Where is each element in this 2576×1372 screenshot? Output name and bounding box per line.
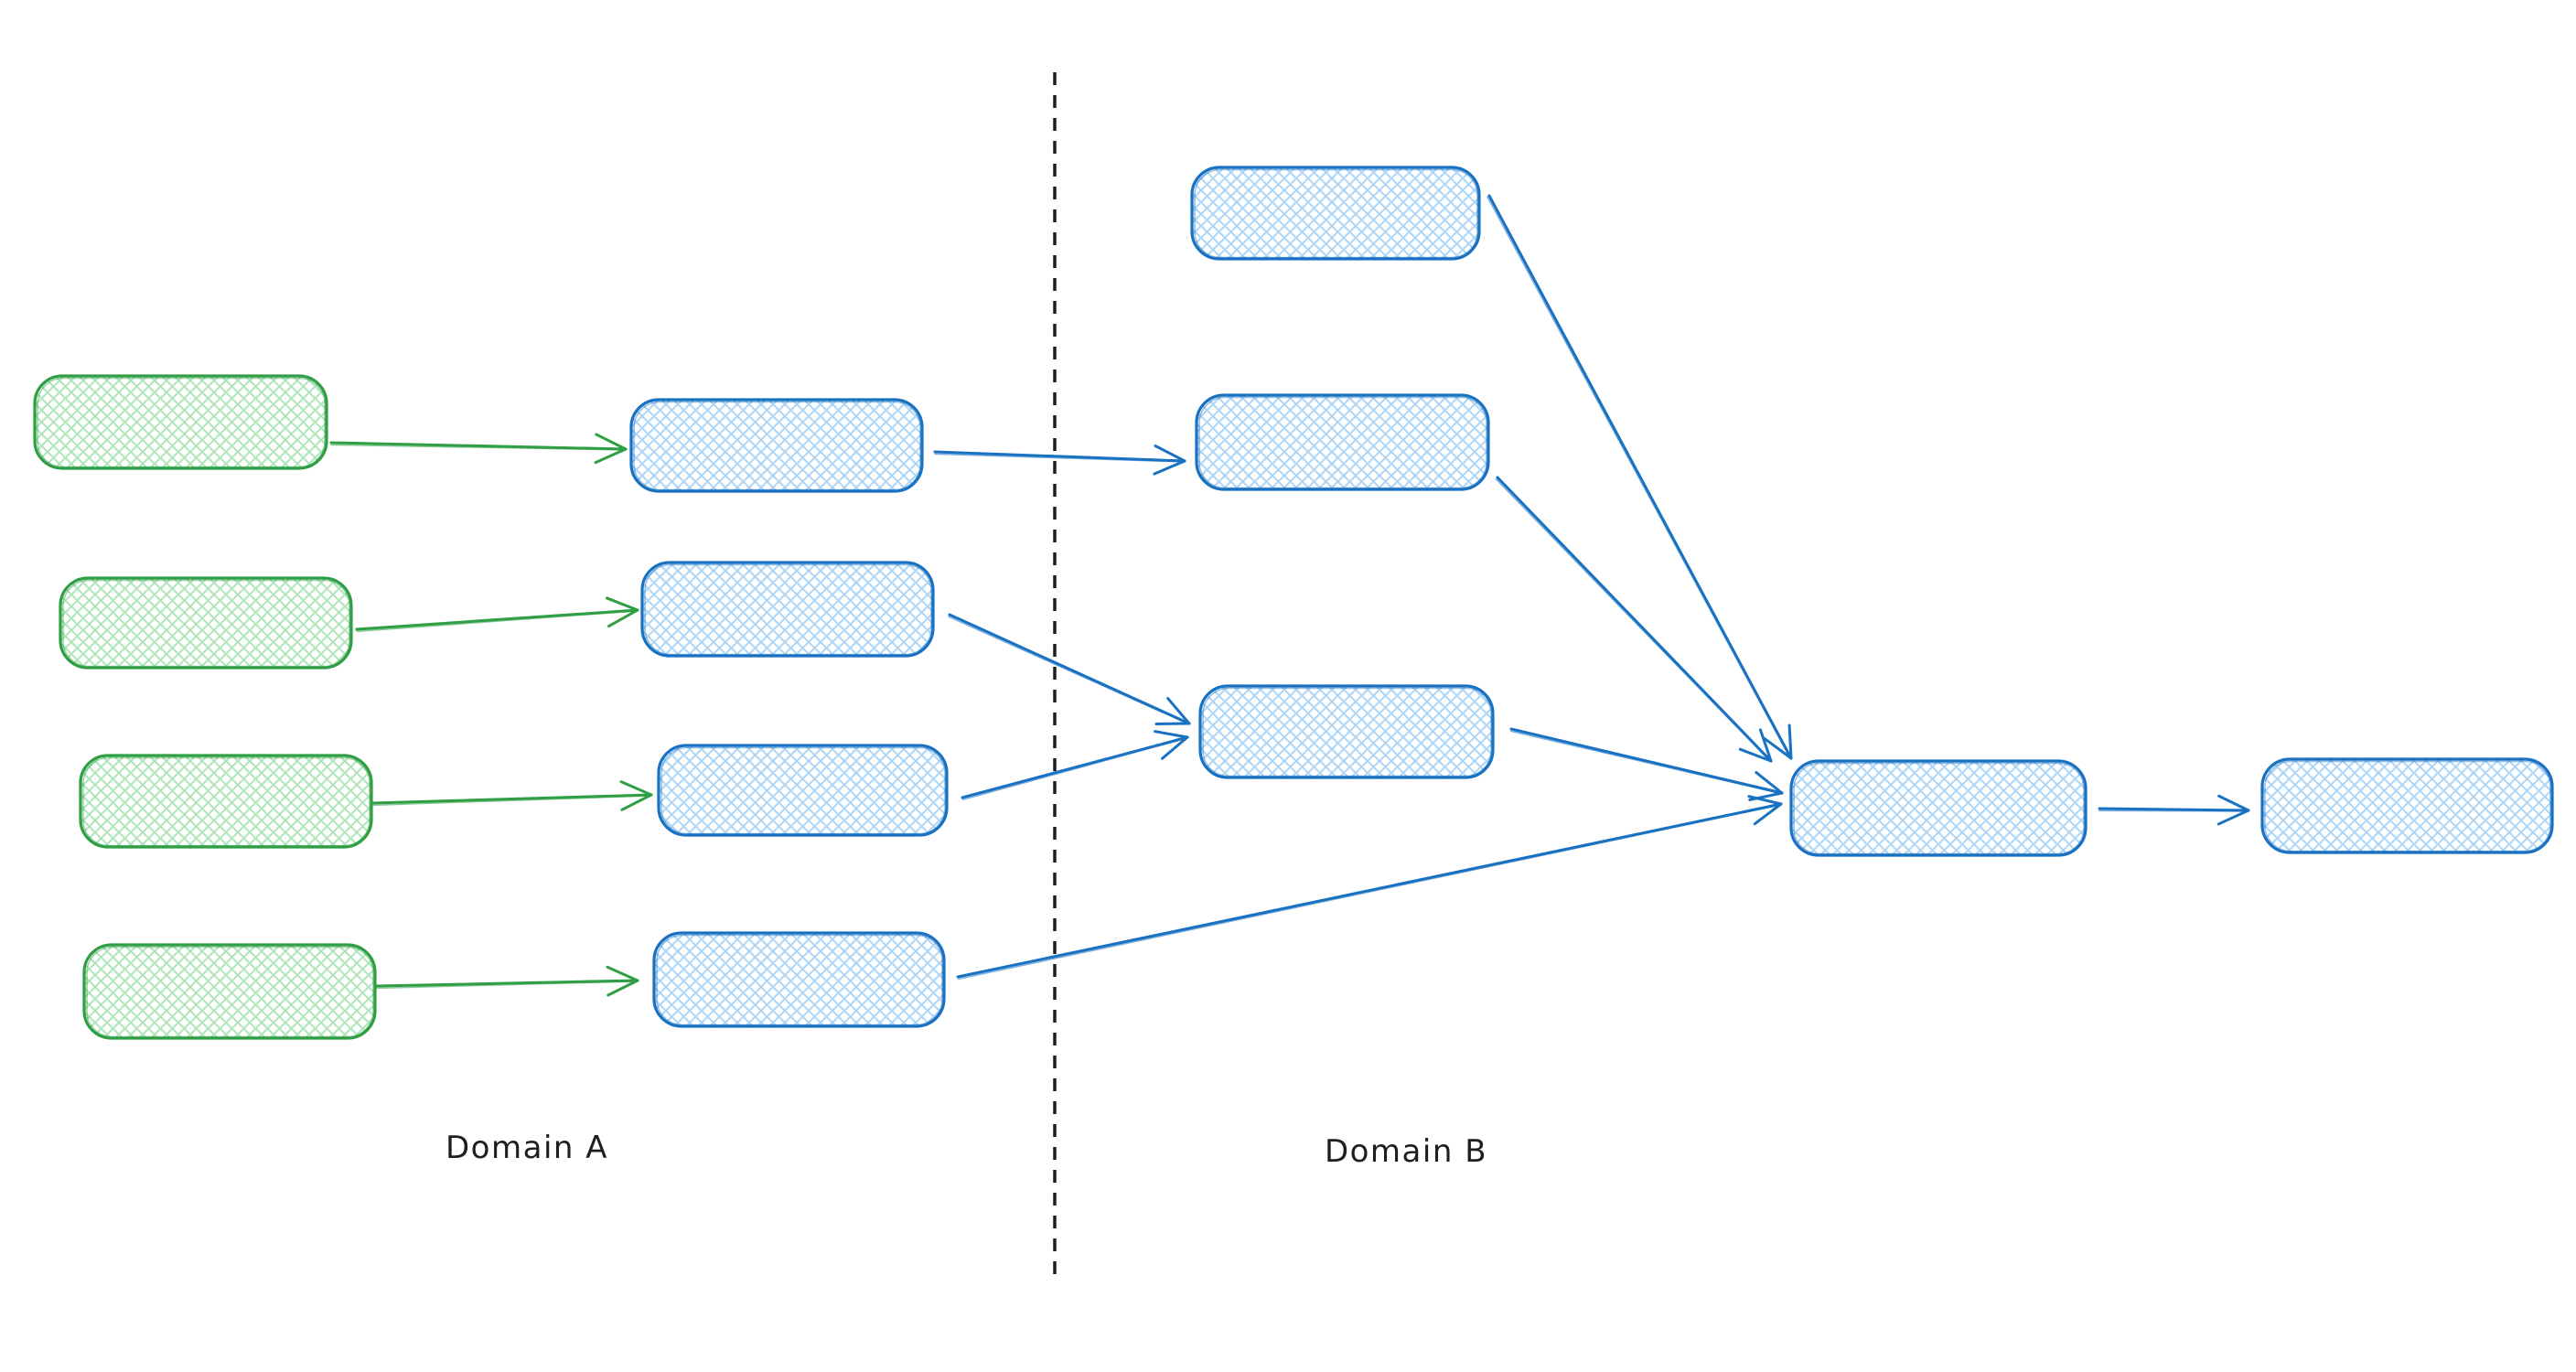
node-aggregator-shape [1789,759,2088,857]
node-aggregator-sketch-stroke [1793,762,2085,855]
arrowhead [1787,724,1793,760]
arrowhead [605,596,639,612]
node-stage-a2-sketch-stroke [644,563,932,656]
node-input-1-sketch-stroke [37,377,326,468]
node-stage-b1-sketch-stroke [1194,168,1478,259]
arrowhead [607,608,639,628]
node-input-1-shape [33,374,328,470]
arrowhead [595,433,628,451]
node-stage-b1-shape [1190,166,1481,261]
node-stage-a4 [652,931,946,1028]
node-stage-a1-sketch-stroke [633,401,921,491]
edge-input-1--stage-a1 [329,433,628,465]
node-input-3-sketch-stroke [82,756,370,847]
node-stage-a4-sketch-stroke [656,934,943,1026]
node-stage-b3 [1198,684,1495,779]
node-stage-a4-shape [652,931,946,1028]
node-input-4-shape [82,943,377,1040]
edge-input-4--stage-a4 [375,965,639,997]
node-input-2 [59,576,353,670]
node-stage-a1 [629,398,924,493]
node-output-shape [2260,757,2554,854]
edge-stage-a3--stage-b3 [961,730,1189,801]
node-stage-b1 [1190,166,1481,261]
arrowhead [619,780,653,797]
node-stage-b2-sketch-stroke [1198,396,1487,489]
arrowhead [606,965,639,982]
node-aggregator [1789,759,2088,857]
arrowhead [606,979,639,997]
node-input-3 [79,754,373,849]
node-input-4 [82,943,377,1040]
domain-a-label: Domain A [445,1130,608,1166]
node-stage-b2-shape [1195,393,1490,491]
arrowhead [2217,794,2250,812]
node-output-sketch-stroke [2264,760,2551,852]
edge-stage-b2--aggregator [1495,476,1773,763]
arrowhead [620,793,653,811]
edge-stage-b3--aggregator [1509,727,1784,801]
edge-stage-a1--stage-b2 [933,444,1186,476]
edge-stage-b1--aggregator [1487,194,1793,760]
node-stage-a3-sketch-stroke [660,746,946,835]
node-input-3-shape [79,754,373,849]
arrowhead [1755,771,1784,795]
node-stage-a2 [640,561,935,658]
node-input-4-sketch-stroke [86,946,374,1038]
node-stage-a2-shape [640,561,935,658]
node-input-1 [33,374,328,470]
arrowhead [1748,791,1784,801]
arrowhead [1166,697,1191,725]
node-input-2-shape [59,576,353,670]
edge-aggregator--output [2098,794,2250,826]
node-stage-a3 [657,744,949,837]
node-stage-a3-shape [657,744,949,837]
arrowhead [594,447,628,465]
arrowhead [1763,737,1793,760]
arrowhead [1154,730,1189,739]
arrowhead [1153,459,1186,476]
node-stage-b2 [1195,393,1490,491]
node-stage-b3-sketch-stroke [1202,687,1492,777]
arrowhead [1753,802,1783,826]
node-input-2-sketch-stroke [62,579,350,668]
edge-input-2--stage-a2 [355,596,639,633]
domain-b-label: Domain B [1325,1133,1487,1170]
node-stage-b3-shape [1198,684,1495,779]
arrowhead [1161,735,1189,760]
arrowhead [1758,728,1773,763]
arrowhead [1738,747,1773,763]
arrowhead [2216,809,2250,826]
arrowhead [1154,444,1186,463]
edge-input-3--stage-a3 [371,780,653,811]
edge-stage-a2--stage-b3 [948,613,1191,725]
edge-stage-a4--aggregator [956,795,1783,981]
node-stage-a1-shape [629,398,924,493]
node-output [2260,757,2554,854]
